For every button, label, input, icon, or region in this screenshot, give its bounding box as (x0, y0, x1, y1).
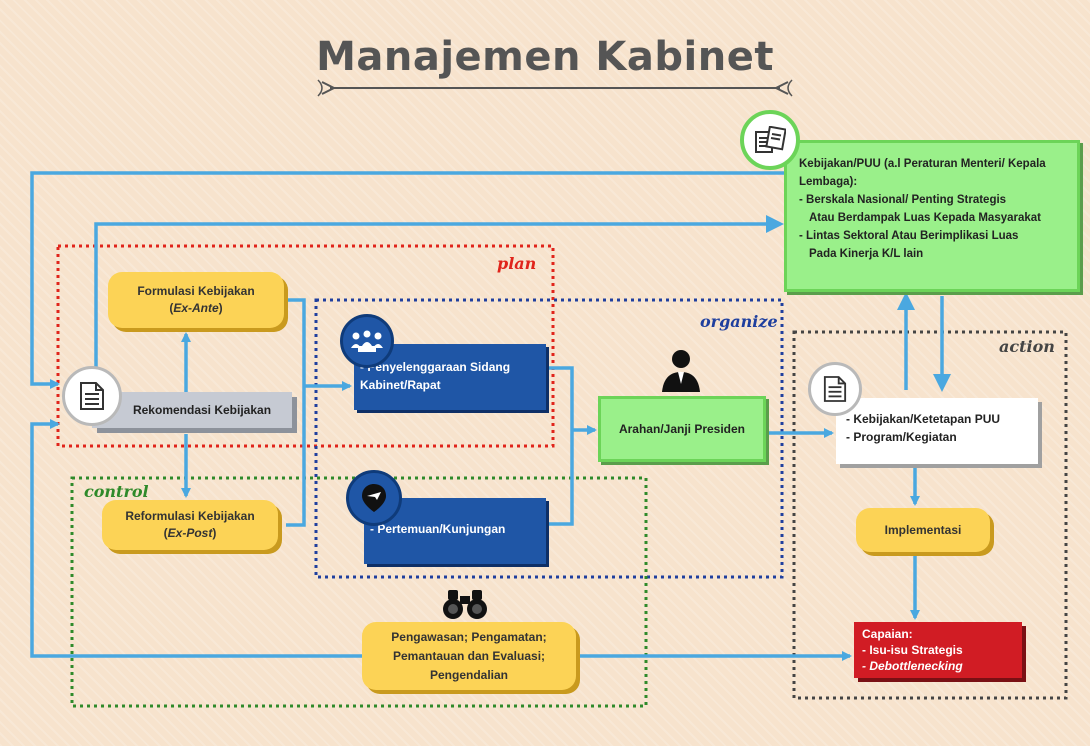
reformulasi-paren-open: ( (163, 526, 168, 540)
organize-lane (314, 298, 784, 579)
kebijakan-puu-bullet-1: - Berskala Nasional/ Penting Strategis (799, 194, 1007, 206)
formulasi-paren-close: ) (218, 301, 223, 315)
ketetapan-line-1: - Kebijakan/Ketetapan PUU (846, 412, 1001, 426)
arahan-label: Arahan/Janji Presiden (618, 422, 746, 436)
person-icon (662, 350, 700, 392)
arrow-formulasi-to-sidang (286, 298, 350, 527)
action-lane (792, 330, 1068, 700)
plan-lane (56, 244, 555, 448)
plan-lane-label: plan (497, 254, 537, 273)
control-lane-label: control (84, 482, 149, 501)
formulasi-title: Formulasi Kebijakan (137, 284, 255, 298)
capaian-box: Capaian: - Isu-isu Strategis - Debottlen… (854, 622, 1022, 678)
arrow-puu-to-rekomendasi (30, 171, 784, 389)
formulasi-subtitle: (Ex-Ante) (169, 300, 222, 317)
rekomendasi-label: Rekomendasi Kebijakan (132, 403, 272, 417)
kebijakan-puu-bullet-1b: Atau Berdampak Luas Kepada Masyarakat (809, 212, 1042, 224)
binoculars-icon (443, 590, 487, 619)
page-title: Manajemen Kabinet (316, 34, 774, 80)
kebijakan-puu-heading: Kebijakan/PUU (a.l Peraturan Menteri/ Ke… (799, 158, 1046, 188)
document-icon (80, 382, 104, 410)
organize-lane-label: organize (700, 312, 778, 331)
formulasi-paren-open: ( (169, 301, 174, 315)
ketetapan-puu-box: - Kebijakan/Ketetapan PUU - Program/Kegi… (836, 398, 1038, 464)
ketetapan-icon-circle (808, 362, 862, 416)
plane-pin-icon (362, 484, 386, 512)
pengawasan-box: Pengawasan; Pengamatan; Pemantauan dan E… (362, 622, 576, 690)
arrow-rekomendasi-to-puu (94, 215, 784, 372)
reformulasi-subtitle: (Ex-Post) (164, 525, 217, 542)
pengawasan-binoculars (442, 588, 488, 620)
pengawasan-line-1: Pengawasan; Pengamatan; (391, 629, 547, 644)
arahan-janji-presiden-box: Arahan/Janji Presiden (598, 396, 766, 462)
capaian-heading: Capaian: (862, 627, 913, 641)
reformulasi-ex-post: Ex-Post (167, 526, 213, 540)
presiden-figure (660, 348, 702, 392)
arrow-pengawasan-to-rekomendasi (30, 419, 362, 658)
reformulasi-paren-close: ) (212, 526, 217, 540)
documents-icon (755, 126, 786, 153)
capaian-line-2: - Debottlenecking (862, 659, 963, 673)
rekomendasi-kebijakan-box: Rekomendasi Kebijakan (92, 392, 292, 428)
pertemuan-label: - Pertemuan/Kunjungan (370, 522, 506, 536)
implementasi-box: Implementasi (856, 508, 990, 552)
sidang-label: - Penyelenggaraan Sidang Kabinet/Rapat (360, 360, 511, 392)
action-lane-label: action (999, 337, 1055, 356)
title-ornament (317, 79, 793, 97)
ketetapan-line-2: - Program/Kegiatan (846, 430, 957, 444)
reformulasi-kebijakan-box: Reformulasi Kebijakan (Ex-Post) (102, 500, 278, 550)
pertemuan-icon-circle (346, 470, 402, 526)
sidang-icon-circle (340, 314, 394, 368)
capaian-line-1: - Isu-isu Strategis (862, 643, 963, 657)
meeting-icon (351, 330, 383, 352)
pengawasan-line-2: Pemantauan dan Evaluasi; (392, 648, 546, 663)
formulasi-kebijakan-box: Formulasi Kebijakan (Ex-Ante) (108, 272, 284, 328)
kebijakan-puu-box: Kebijakan/PUU (a.l Peraturan Menteri/ Ke… (784, 140, 1080, 292)
implementasi-label: Implementasi (884, 522, 962, 537)
formulasi-ex-ante: Ex-Ante (173, 301, 219, 315)
kebijakan-puu-bullet-2b: Pada Kinerja K/L lain (809, 248, 924, 260)
reformulasi-title: Reformulasi Kebijakan (125, 509, 255, 523)
rekomendasi-icon-circle (62, 366, 122, 426)
kebijakan-puu-bullet-2: - Lintas Sektoral Atau Berimplikasi Luas (799, 230, 1019, 242)
pengawasan-line-3: Pengendalian (429, 667, 509, 682)
document-icon (823, 376, 847, 402)
arrow-sidang-to-arahan (546, 366, 595, 526)
kebijakan-puu-icon-circle (740, 110, 800, 170)
